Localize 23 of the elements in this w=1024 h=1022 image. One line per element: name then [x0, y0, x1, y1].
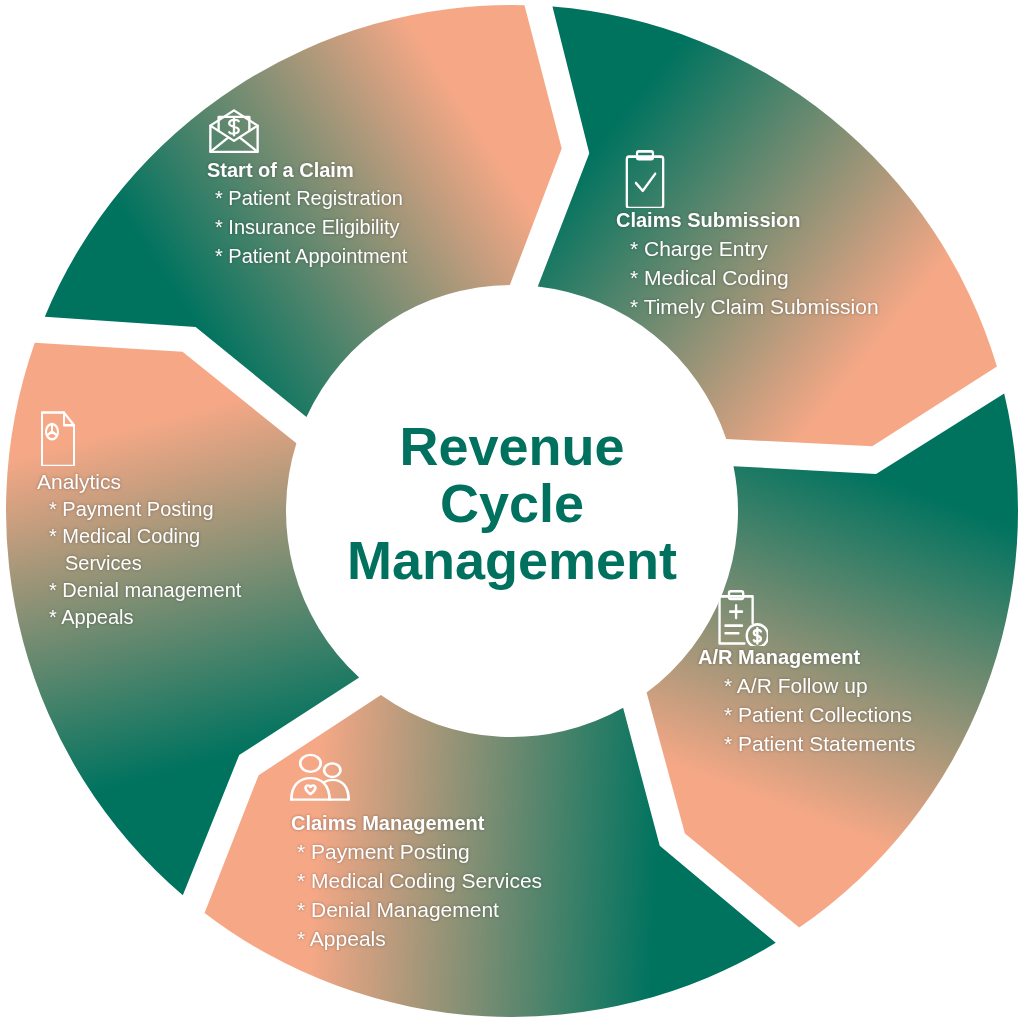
list-item: * Medical Coding Services [49, 524, 202, 576]
segment-heading: A/R Management [698, 645, 862, 670]
list-item: * Payment Posting [297, 839, 471, 865]
segment-heading: Claims Management [291, 811, 486, 836]
list-item: * Denial management [49, 578, 243, 603]
list-item: * Charge Entry [630, 236, 769, 262]
list-item: * Patient Statements [724, 731, 916, 757]
list-item: * Timely Claim Submission [630, 294, 879, 320]
list-item: * Payment Posting [49, 497, 215, 522]
list-item: * Patient Registration [215, 186, 404, 211]
segment-heading: Analytics [37, 469, 123, 495]
segment-heading: Start of a Claim [207, 158, 355, 183]
list-item: * Denial Management [297, 897, 500, 923]
list-item: * Insurance Eligibility [215, 215, 401, 240]
list-item: * Medical Coding [630, 265, 790, 291]
list-item: * Medical Coding Services [297, 868, 543, 894]
segment-heading: Claims Submission [616, 208, 802, 233]
diagram-title: Revenue Cycle Management [345, 418, 679, 589]
list-item: * A/R Follow up [724, 673, 869, 699]
list-item: * Appeals [297, 926, 387, 952]
list-item: * Patient Collections [724, 702, 913, 728]
list-item: * Appeals [49, 605, 135, 630]
list-item: * Patient Appointment [215, 244, 408, 269]
